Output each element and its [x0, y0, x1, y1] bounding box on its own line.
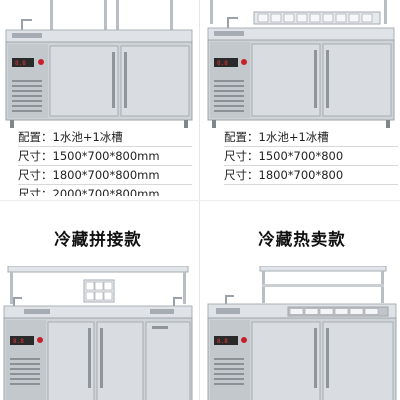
- model-caption: 冷藏拼接款: [54, 230, 142, 249]
- spec-row: 尺寸：1800*700*800mm: [18, 166, 192, 185]
- control-panel: [12, 58, 34, 67]
- counter-image-3: 8.8: [3, 266, 193, 400]
- panel-divider-horizontal: [0, 200, 400, 201]
- control-panel: [214, 58, 238, 67]
- spec-list: 配置：1水池+1冰槽 尺寸：1500*700*800mm 尺寸：1800*700…: [18, 128, 192, 196]
- brand-logo: [241, 337, 247, 343]
- product-panel-4: 冷藏热卖款 8.8: [204, 204, 400, 400]
- product-panel-1: 8.8 配置：1水池+1冰槽 尺寸：1500*700*800mm 尺寸：1800…: [0, 0, 196, 196]
- svg-text:8.8: 8.8: [217, 338, 228, 345]
- product-panel-2: 8.8 配置：1水池+1冰槽 尺寸：1500*700*800 尺寸：1800*7…: [204, 0, 400, 196]
- spec-row: 配置：1水池+1冰槽: [224, 128, 398, 147]
- spec-row: 尺寸：1500*700*800: [224, 147, 398, 166]
- counter-image-1: 8.8: [5, 0, 193, 128]
- spec-list: 配置：1水池+1冰槽 尺寸：1500*700*800 尺寸：1800*700*8…: [224, 128, 398, 185]
- control-panel: [214, 336, 238, 345]
- counter-image-2: 8.8: [207, 0, 395, 128]
- spec-row: 尺寸：2000*700*800mm: [18, 185, 192, 196]
- svg-text:8.8: 8.8: [15, 60, 26, 67]
- svg-text:8.8: 8.8: [13, 338, 24, 345]
- model-caption: 冷藏热卖款: [258, 230, 346, 249]
- control-panel: [10, 336, 34, 345]
- brand-logo: [38, 59, 44, 65]
- spec-row: 尺寸：1800*700*800: [224, 166, 398, 185]
- product-panel-3: 冷藏拼接款 8.8: [0, 204, 196, 400]
- spec-row: 尺寸：1500*700*800mm: [18, 147, 192, 166]
- spec-row: 配置：1水池+1冰槽: [18, 128, 192, 147]
- brand-logo: [37, 337, 43, 343]
- counter-image-4: 8.8: [207, 266, 397, 400]
- svg-text:8.8: 8.8: [217, 60, 228, 67]
- brand-logo: [241, 59, 247, 65]
